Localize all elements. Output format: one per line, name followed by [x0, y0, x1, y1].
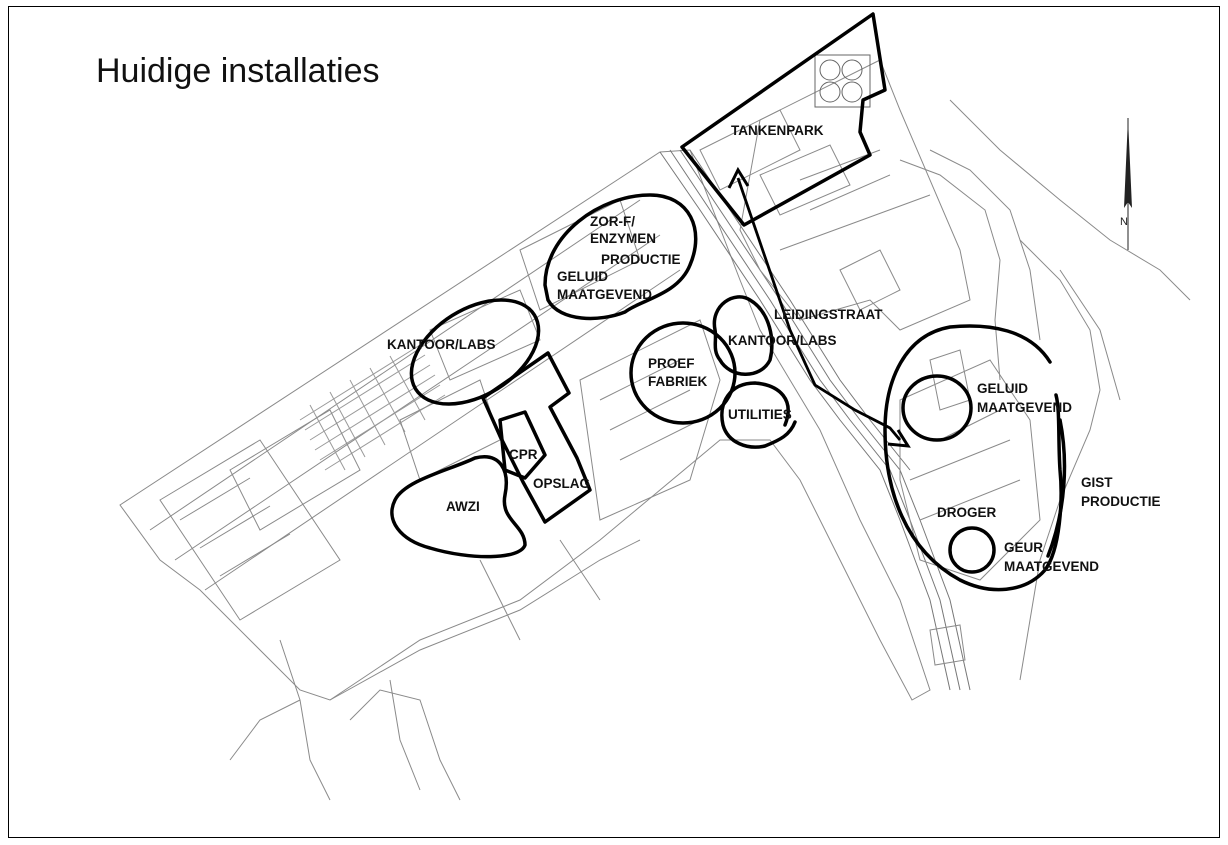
label-geluid-east-2: MAATGEVEND [977, 400, 1073, 415]
label-leidingstraat: LEIDINGSTRAAT [774, 307, 883, 322]
page-title: Huidige installaties [96, 52, 380, 90]
north-arrow-icon [1124, 118, 1132, 250]
gist-boundary [883, 324, 1063, 592]
label-geur-2: MAATGEVEND [1004, 559, 1100, 574]
label-zorf-2: ENZYMEN [590, 231, 657, 246]
label-tankenpark: TANKENPARK [731, 123, 824, 138]
map-frame [8, 6, 1220, 838]
label-proef-2: FABRIEK [648, 374, 708, 389]
label-geluid-west-2: MAATGEVEND [557, 287, 653, 302]
label-zorf-3: PRODUCTIE [601, 252, 681, 267]
utilities-boundary [720, 381, 797, 449]
label-droger: DROGER [937, 505, 997, 520]
north-label: N [1120, 216, 1128, 228]
tankenpark-boundary [680, 12, 887, 227]
geluid-east-boundary [901, 374, 973, 442]
label-kantoor-west: KANTOOR/LABS [387, 337, 496, 352]
label-geluid-west-1: GELUID [557, 269, 609, 284]
zone-boundaries [390, 12, 1067, 592]
kantoor-west-boundary [409, 298, 541, 406]
awzi-boundary [390, 455, 527, 559]
site-linework [119, 54, 1191, 801]
cpr-boundary [498, 410, 547, 480]
geur-boundary [948, 526, 996, 574]
label-gist-1: GIST [1081, 475, 1113, 490]
leidingstraat-arrow [727, 166, 911, 448]
label-zorf-1: ZOR-F/ [590, 214, 635, 229]
opslag-boundary [481, 351, 592, 524]
kantoor-mid-boundary [712, 295, 774, 376]
label-kantoor-mid: KANTOOR/LABS [728, 333, 837, 348]
label-opslag: OPSLAG [533, 476, 591, 491]
label-cpr: CPR [509, 447, 538, 462]
label-gist-2: PRODUCTIE [1081, 494, 1161, 509]
label-proef-1: PROEF [648, 356, 695, 371]
label-geluid-east-1: GELUID [977, 381, 1029, 396]
label-utilities: UTILITIES [728, 407, 792, 422]
label-awzi: AWZI [446, 499, 480, 514]
zorf-boundary [543, 193, 698, 321]
label-geur-1: GEUR [1004, 540, 1044, 555]
